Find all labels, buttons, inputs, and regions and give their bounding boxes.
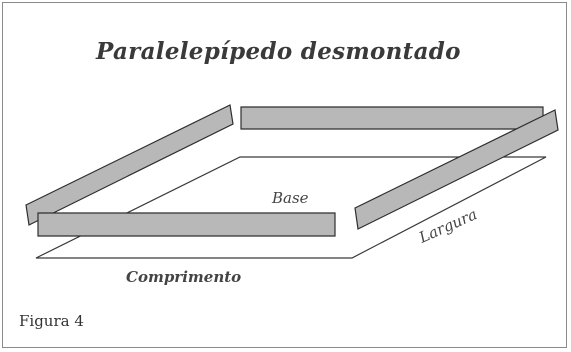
comprimento-label: Comprimento: [126, 268, 241, 286]
front-face: [37, 212, 336, 237]
base-label: Base: [271, 189, 309, 207]
back-face: [240, 106, 544, 130]
figure-title: Paralelepípedo desmontado: [96, 38, 461, 65]
right-side-face: [354, 109, 559, 230]
figure-caption: Figura 4: [19, 312, 84, 330]
left-side-face: [25, 104, 234, 226]
